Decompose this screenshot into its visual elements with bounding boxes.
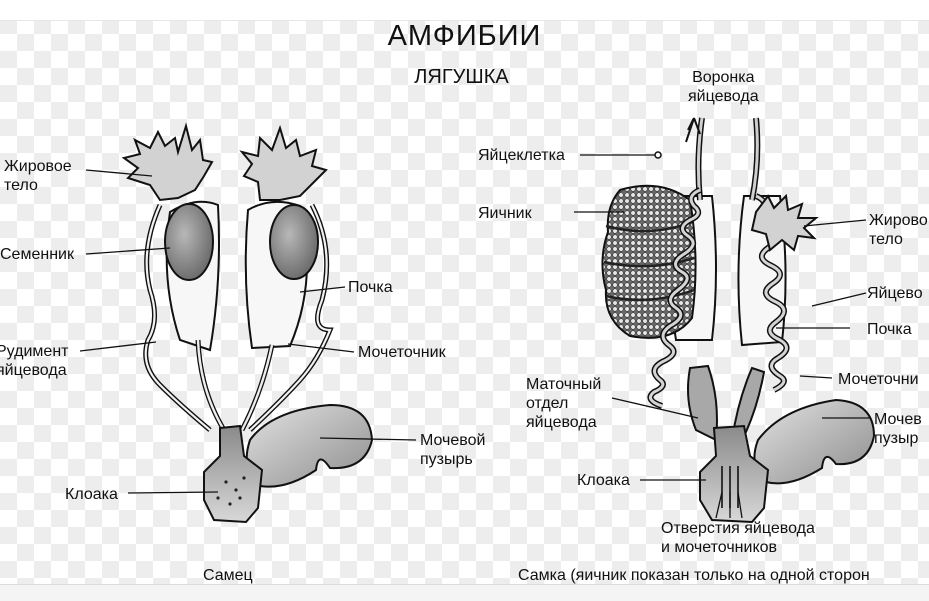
bottom-bar [0,584,929,601]
male-oviduct-rudiment-left-inner [144,204,211,431]
female-bladder [753,398,876,485]
funnel-arrow [685,117,701,143]
caption-male: Самец [203,567,253,584]
female-organs [601,117,876,524]
female-leader-lines [574,154,870,519]
male-testis-left [164,203,214,281]
label-female-ureter: Мочеточни [838,371,919,388]
male-ureter-right-inner [240,344,274,431]
male-fat-body-right [239,124,328,201]
page-subtitle: ЛЯГУШКА [0,66,929,89]
female-uterus-left [687,364,718,442]
page-title: АМФИБИИ [387,20,542,52]
male-organs [121,122,374,524]
subtitle-text: ЛЯГУШКА [414,66,509,88]
label-male-bladder: Мочевой пузырь [420,432,486,468]
label-female-oviduct: Яйцево [867,285,923,302]
label-female-bladder: Мочев пузыр [874,411,922,447]
label-female-openings: Отверстия яйцевода и мочеточников [661,520,815,556]
male-ureter-right [239,344,275,432]
male-ureter-left-inner [196,339,226,431]
male-leader-lines [79,169,417,494]
male-fat-body-left [121,122,214,202]
female-egg-cell [654,151,662,159]
male-ureter-left [195,339,227,432]
label-female-kidney: Почка [867,321,912,338]
female-cloaca [699,424,770,524]
female-fat-body [750,193,819,252]
label-male-oviduct-rudiment: Рудимент яйцевода [0,343,69,379]
label-male-testis: Семенник [0,246,74,263]
label-female-uterus: Маточный отдел яйцевода [526,376,602,431]
male-oviduct-rudiment-right-inner [249,204,332,431]
label-male-ureter: Мочеточник [358,344,446,361]
male-testis-right [269,204,319,280]
label-male-kidney: Почка [348,279,393,296]
caption-female: Самка (яичник показан только на одной ст… [518,567,870,584]
label-male-fat-body: Жировое тело [4,158,72,194]
label-female-cloaca: Клоака [577,472,630,489]
label-female-funnel: Воронка яйцевода [688,69,759,105]
label-male-cloaca: Клоака [65,486,118,503]
top-bar [0,0,929,21]
label-female-fat-body: Жирово тело [869,212,928,248]
label-female-ovary: Яичник [478,205,532,222]
label-female-egg: Яйцеклетка [478,147,565,164]
